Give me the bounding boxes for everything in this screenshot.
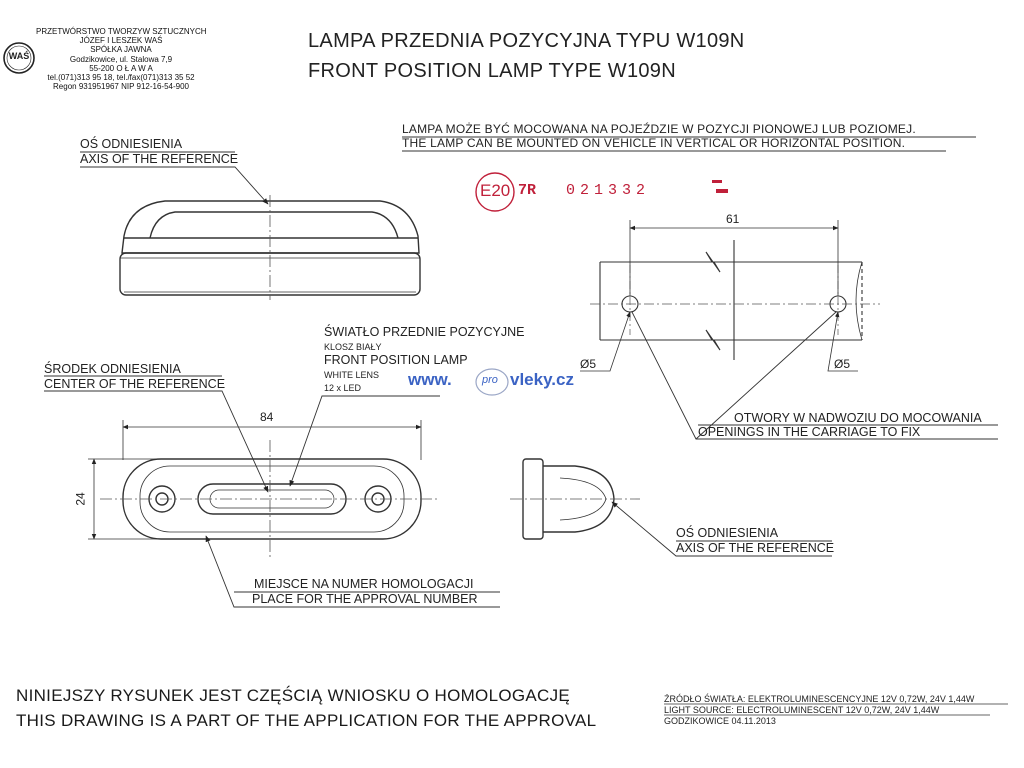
footer-left-en: THIS DRAWING IS A PART OF THE APPLICATIO…: [16, 711, 597, 730]
mounting-note-en: THE LAMP CAN BE MOUNTED ON VEHICLE IN VE…: [402, 136, 906, 150]
axis-top-en: AXIS OF THE REFERENCE: [80, 152, 239, 166]
openings-en: OPENINGS IN THE CARRIAGE TO FIX: [698, 425, 921, 439]
front-lamp-lens-en: WHITE LENS: [324, 370, 380, 380]
company-line: PRZETWÓRSTWO TWORZYW SZTUCZNYCH: [36, 27, 207, 36]
approval-stamp-circle: [475, 172, 515, 212]
watermark-prefix: www.: [408, 370, 452, 389]
leader-hole-right: [827, 311, 858, 372]
center-en: CENTER OF THE REFERENCE: [44, 377, 226, 391]
openings-pl: OTWORY W NADWOZIU DO MOCOWANIA: [734, 411, 982, 425]
axis-top-pl: OŚ ODNIESIENIA: [80, 137, 183, 151]
title-pl: LAMPA PRZEDNIA POZYCYJNA TYPU W109N: [308, 30, 745, 52]
company-logo: [3, 42, 35, 74]
leader-hole-left: [580, 311, 631, 372]
watermark-suffix: vleky.cz: [510, 370, 574, 389]
leader-center: [44, 390, 269, 493]
dim-hole-left: Ø5: [580, 357, 597, 371]
dim-61-lines: [629, 220, 839, 296]
company-line: Godzikowice, ul. Stalowa 7,9: [69, 54, 173, 64]
footer-left-pl: NINIEJSZY RYSUNEK JEST CZĘŚCIĄ WNIOSKU O…: [16, 686, 571, 705]
carriage-plate: [599, 240, 863, 360]
mounting-note-pl: LAMPA MOŻE BYĆ MOCOWANA NA POJEŹDZIE W P…: [402, 122, 916, 136]
leader-axis-side: [611, 501, 832, 557]
dim-24-lines: [88, 458, 160, 540]
approval-number: 021332: [566, 182, 651, 199]
dim-hole-right: Ø5: [834, 357, 851, 371]
logo-text: WAŚ: [8, 51, 30, 61]
dim-24: 24: [73, 492, 88, 506]
footer-right-date: GODZIKOWICE 04.11.2013: [664, 716, 776, 726]
company-block: PRZETWÓRSTWO TWORZYW SZTUCZNYCH JÓZEF I …: [36, 27, 207, 92]
dim-84-lines: [122, 420, 422, 460]
company-line: JÓZEF I LESZEK WAŚ: [79, 36, 163, 46]
dim-61: 61: [726, 212, 740, 226]
stamp-mark: [712, 180, 722, 183]
watermark-logo-ring: [475, 368, 509, 396]
front-lamp-lens-pl: KLOSZ BIAŁY: [324, 342, 382, 352]
footer-right-en: LIGHT SOURCE: ELECTROLUMINESCENT 12V 0,7…: [664, 705, 940, 715]
approval-category: 7R: [518, 182, 537, 199]
approval-place-pl: MIEJSCE NA NUMER HOMOLOGACJI: [254, 577, 474, 591]
company-line: 55-200 O Ł A W A: [89, 63, 153, 73]
title-en: FRONT POSITION LAMP TYPE W109N: [308, 60, 676, 82]
front-lamp-pl: ŚWIATŁO PRZEDNIE POZYCYJNE: [324, 325, 525, 339]
leader-approval: [205, 535, 500, 608]
approval-place-en: PLACE FOR THE APPROVAL NUMBER: [252, 592, 478, 606]
approval-mark: E20: [480, 181, 511, 200]
company-line: tel.(071)313 95 18, tel./fax(071)313 35 …: [47, 73, 195, 83]
company-line: Regon 931951967 NIP 912-16-54-900: [53, 82, 189, 92]
footer-right-pl: ŹRÓDŁO ŚWIATŁA: ELEKTROLUMINESCENCYJNE 1…: [664, 694, 975, 704]
watermark-middle: pro: [482, 374, 498, 386]
center-pl: ŚRODEK ODNIESIENIA: [44, 362, 181, 376]
axis-side-en: AXIS OF THE REFERENCE: [676, 541, 835, 555]
dim-84: 84: [260, 410, 274, 424]
axis-side-pl: OŚ ODNIESIENIA: [676, 526, 779, 540]
leader-axis-top: [80, 166, 269, 205]
front-lamp-en: FRONT POSITION LAMP: [324, 353, 468, 367]
leader-front-lamp: [289, 395, 440, 487]
company-line: SPÓŁKA JAWNA: [90, 45, 152, 55]
front-lamp-leds: 12 x LED: [324, 383, 362, 393]
